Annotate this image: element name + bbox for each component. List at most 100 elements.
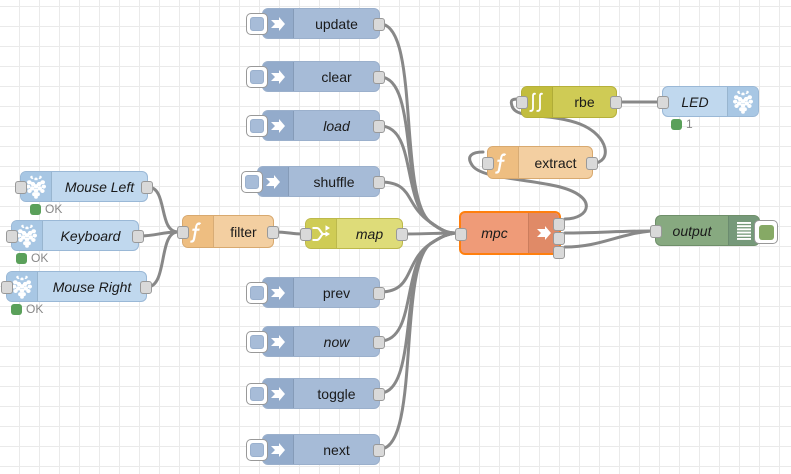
node-icon-led [727, 87, 758, 116]
input-port-led[interactable] [657, 95, 669, 109]
wire-mpc2-to-output[interactable] [563, 229, 653, 249]
node-label-next: next [323, 441, 350, 458]
node-now[interactable]: now [246, 326, 385, 357]
inject-button-update[interactable] [246, 13, 268, 35]
arrow-right-icon [271, 442, 285, 457]
status-badge-mouse_left: OK [30, 202, 62, 216]
output-port-shuffle[interactable] [373, 175, 385, 189]
wire-load-to-mpc[interactable] [378, 124, 457, 235]
output-port-now[interactable] [373, 335, 385, 349]
node-prev[interactable]: prev [246, 277, 385, 308]
node-label-filter: filter [230, 223, 257, 240]
output-port-next[interactable] [373, 443, 385, 457]
inject-button-load[interactable] [246, 115, 268, 137]
inject-button-now[interactable] [246, 331, 268, 353]
node-shuffle[interactable]: shuffle [241, 166, 385, 197]
output-port-mpc-1[interactable] [553, 218, 565, 231]
output-port-map[interactable] [396, 227, 408, 241]
node-mouse_right[interactable]: Mouse Right [1, 271, 152, 302]
input-port-map[interactable] [300, 227, 312, 241]
output-port-keyboard[interactable] [132, 229, 144, 243]
output-port-mpc-2[interactable] [553, 232, 565, 245]
output-port-clear[interactable] [373, 70, 385, 84]
input-port-mouse_right[interactable] [1, 280, 13, 294]
node-rbe[interactable]: rbe [516, 86, 622, 118]
input-port-mpc[interactable] [455, 228, 467, 241]
node-label-toggle: toggle [317, 385, 356, 402]
node-label-prev: prev [322, 284, 351, 301]
node-label-keyboard: Keyboard [60, 227, 121, 244]
output-port-toggle[interactable] [373, 387, 385, 401]
node-icon-shuffle [258, 167, 289, 196]
wire-update-to-mpc[interactable] [378, 22, 457, 235]
output-port-extract[interactable] [586, 156, 598, 170]
input-port-filter[interactable] [177, 225, 189, 239]
node-label-mouse_right: Mouse Right [52, 278, 132, 295]
node-icon-load [263, 111, 294, 140]
node-map[interactable]: map [300, 218, 408, 249]
node-label-map: map [355, 225, 384, 242]
status-badge-mouse_right: OK [11, 302, 43, 316]
node-next[interactable]: next [246, 434, 385, 465]
node-toggle[interactable]: toggle [246, 378, 385, 409]
debug-lines-icon [737, 221, 751, 240]
wire-next-to-mpc[interactable] [378, 231, 457, 451]
arrow-right-icon [271, 285, 285, 300]
wire-map-to-mpc[interactable] [401, 231, 457, 236]
function-f-icon [190, 221, 202, 243]
input-port-extract[interactable] [482, 156, 494, 170]
node-filter[interactable]: filter [177, 215, 279, 248]
node-led[interactable]: LED [657, 86, 759, 117]
wire-mpc-to-output[interactable] [563, 229, 653, 235]
inject-button-prev[interactable] [246, 282, 268, 304]
wire-mouse_right-to-filter[interactable] [145, 230, 180, 289]
output-port-filter[interactable] [267, 225, 279, 239]
output-port-update[interactable] [373, 17, 385, 31]
input-port-mouse_left[interactable] [15, 180, 27, 194]
wire-now-to-mpc[interactable] [378, 231, 457, 343]
raspberry-pi-icon [26, 175, 46, 199]
node-update[interactable]: update [246, 8, 385, 39]
wire-toggle-to-mpc[interactable] [378, 231, 457, 395]
wire-keyboard-to-filter[interactable] [137, 230, 180, 238]
status-text-led: 1 [686, 117, 693, 131]
output-port-prev[interactable] [373, 286, 385, 300]
node-keyboard[interactable]: Keyboard [6, 220, 144, 251]
node-clear[interactable]: clear [246, 61, 385, 92]
node-label-rbe: rbe [574, 94, 595, 110]
node-icon-keyboard [12, 221, 43, 250]
arrow-right-icon [271, 118, 285, 133]
inject-button-next[interactable] [246, 439, 268, 461]
node-mouse_left[interactable]: Mouse Left [15, 171, 153, 202]
wire-mouse_left-to-filter[interactable] [146, 185, 180, 234]
node-output[interactable]: output [650, 215, 778, 246]
output-port-mpc-3[interactable] [553, 246, 565, 259]
inject-button-toggle[interactable] [246, 383, 268, 405]
inject-button-clear[interactable] [246, 66, 268, 88]
output-port-load[interactable] [373, 119, 385, 133]
node-extract[interactable]: extract [482, 146, 598, 179]
node-mpc[interactable]: mpc [455, 211, 565, 259]
output-port-rbe[interactable] [610, 96, 622, 109]
node-icon-output [728, 216, 759, 245]
node-load[interactable]: load [246, 110, 385, 141]
wire-clear-to-mpc[interactable] [378, 75, 457, 235]
inject-button-shuffle[interactable] [241, 171, 263, 193]
node-icon-next [263, 435, 294, 464]
status-dot-icon [16, 252, 27, 264]
node-label-led: LED [681, 93, 709, 110]
node-label-mpc: mpc [481, 225, 508, 241]
node-label-clear: clear [321, 68, 352, 85]
node-label-load: load [323, 117, 350, 134]
input-port-keyboard[interactable] [6, 229, 18, 243]
input-port-output[interactable] [650, 224, 662, 238]
input-port-rbe[interactable] [516, 96, 528, 109]
node-label-output: output [672, 222, 712, 239]
output-port-mouse_left[interactable] [141, 180, 153, 194]
debug-toggle-button-output[interactable] [754, 220, 778, 244]
status-text-mouse_right: OK [26, 302, 44, 316]
output-port-mouse_right[interactable] [140, 280, 152, 294]
node-icon-mouse_left [21, 172, 52, 201]
status-text-mouse_left: OK [45, 202, 63, 216]
